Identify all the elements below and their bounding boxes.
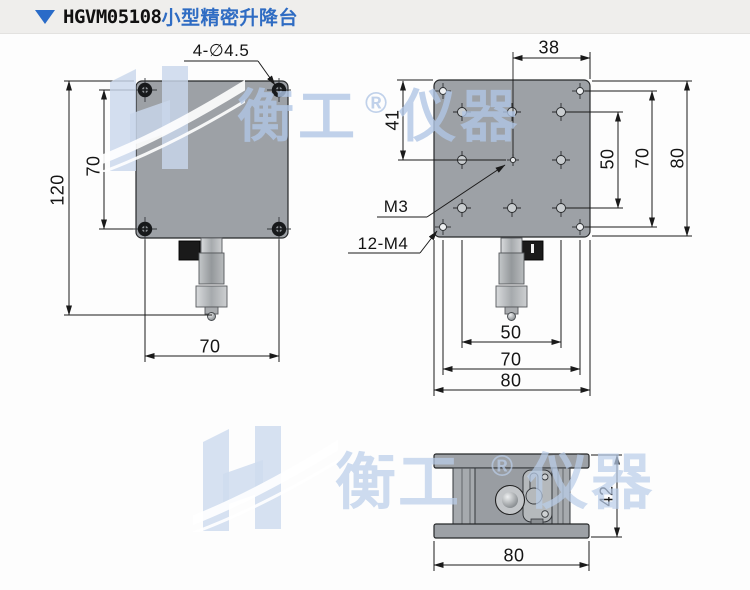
side-bottom-flange — [433, 523, 590, 539]
side-right-post — [551, 467, 571, 525]
top-micrometer — [495, 237, 544, 321]
side-dimensions — [433, 454, 622, 571]
top-dim-50-bottom: 50 — [500, 322, 522, 343]
top-corner-holes — [435, 83, 588, 235]
adjust-knob-ball — [502, 492, 518, 508]
top-dim-38: 38 — [538, 37, 560, 58]
top-dim-80-right: 80 — [667, 147, 688, 169]
m3-callout: M3 — [383, 197, 409, 216]
front-dim-120: 120 — [47, 174, 68, 206]
front-hole-callout: 4-∅4.5 — [192, 41, 250, 60]
product-name: 小型精密升降台 — [161, 8, 298, 29]
top-dim-50-right: 50 — [597, 148, 618, 170]
section-header[interactable]: HGVM05108 小型精密升降台 — [0, 0, 750, 34]
front-plate — [135, 80, 289, 239]
top-dim-41: 41 — [382, 109, 403, 131]
top-dim-70-right: 70 — [632, 147, 653, 169]
front-view — [64, 60, 291, 362]
side-dim-80: 80 — [503, 545, 525, 566]
top-dimensions — [348, 52, 692, 396]
top-dim-70-bottom: 70 — [500, 349, 522, 370]
side-top-flange — [433, 453, 590, 469]
product-model: HGVM05108 — [63, 5, 162, 28]
side-left-post — [452, 467, 476, 525]
collapse-triangle-icon[interactable] — [35, 9, 55, 24]
front-micrometer — [178, 237, 228, 321]
side-view — [433, 453, 622, 571]
top-view — [348, 52, 692, 396]
top-dim-80-bottom: 80 — [500, 370, 522, 391]
screw-hole — [133, 217, 157, 241]
front-dim-70-vertical: 70 — [83, 155, 104, 177]
screw-hole — [267, 217, 291, 241]
12-m4-callout: 12-M4 — [357, 234, 409, 253]
screw-hole — [267, 78, 291, 102]
front-dim-70-horizontal: 70 — [199, 336, 221, 357]
side-dim-42: 42 — [596, 485, 617, 507]
